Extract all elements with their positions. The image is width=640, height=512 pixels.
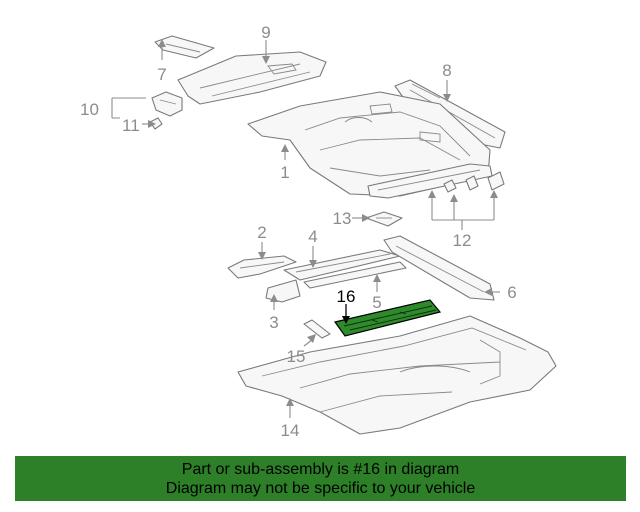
callout-11: 11 xyxy=(122,116,140,135)
part-13[interactable] xyxy=(365,211,403,227)
part-5[interactable] xyxy=(303,261,407,289)
part-9[interactable] xyxy=(177,51,327,105)
callout-10: 10 xyxy=(80,100,99,119)
callout-5: 5 xyxy=(372,293,381,312)
part-15[interactable] xyxy=(303,319,331,339)
callout-6: 6 xyxy=(507,283,516,302)
callout-14: 14 xyxy=(281,421,300,440)
callout-2: 2 xyxy=(257,223,266,242)
banner-line-1: Part or sub-assembly is #16 in diagram xyxy=(181,461,460,478)
part-11[interactable] xyxy=(149,117,163,130)
callout-15: 15 xyxy=(287,347,306,366)
info-banner: Part or sub-assembly is #16 in diagram D… xyxy=(15,456,626,501)
callout-4: 4 xyxy=(308,227,317,246)
part-10[interactable] xyxy=(151,91,183,117)
part-3[interactable] xyxy=(265,279,301,303)
part-14[interactable] xyxy=(237,315,557,435)
part-16-highlighted[interactable] xyxy=(333,299,442,337)
callout-16: 16 xyxy=(337,287,356,306)
parts-diagram: 7 9 10 11 8 1 12 13 2 4 5 3 6 15 14 16 xyxy=(80,23,557,440)
part-1[interactable] xyxy=(247,91,491,197)
callout-3: 3 xyxy=(269,313,278,332)
part-12[interactable] xyxy=(443,171,505,193)
callout-8: 8 xyxy=(442,61,451,80)
callout-1: 1 xyxy=(280,163,289,182)
part-6[interactable] xyxy=(383,235,495,301)
callout-labels: 7 9 10 11 8 1 12 13 2 4 5 3 6 15 14 16 xyxy=(80,23,517,440)
callout-7: 7 xyxy=(157,65,166,84)
banner-line-2: Diagram may not be specific to your vehi… xyxy=(165,480,476,497)
callout-9: 9 xyxy=(261,23,270,42)
callout-12: 12 xyxy=(453,231,472,250)
part-2[interactable] xyxy=(227,255,297,279)
leader-lines xyxy=(111,39,500,418)
callout-13: 13 xyxy=(333,209,352,228)
